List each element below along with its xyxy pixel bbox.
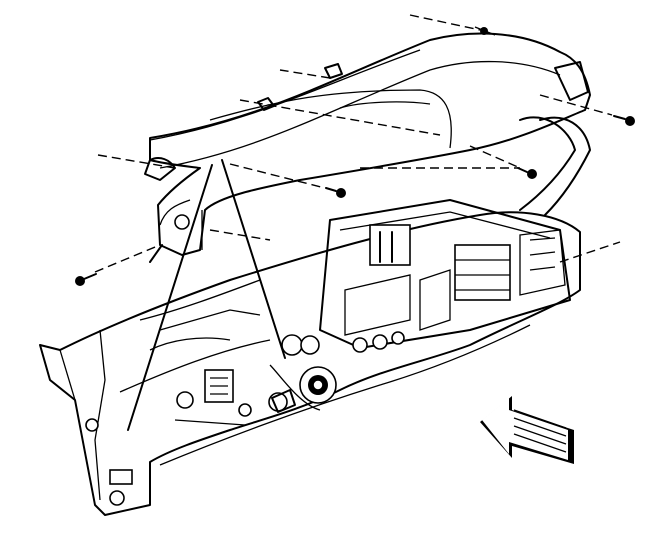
direction-arrow — [480, 396, 574, 464]
hvac-module — [319, 199, 571, 353]
fastener-group — [75, 26, 635, 286]
instrument-panel-upper-trim — [144, 32, 591, 256]
alignment-lines — [94, 14, 621, 431]
clip-top — [474, 26, 496, 36]
screw-4 — [613, 115, 635, 126]
screw-2 — [325, 187, 346, 198]
screw-3 — [517, 167, 537, 179]
instrument-cluster-area — [149, 309, 296, 426]
blower-motor — [269, 334, 337, 411]
screw-1 — [75, 273, 97, 286]
